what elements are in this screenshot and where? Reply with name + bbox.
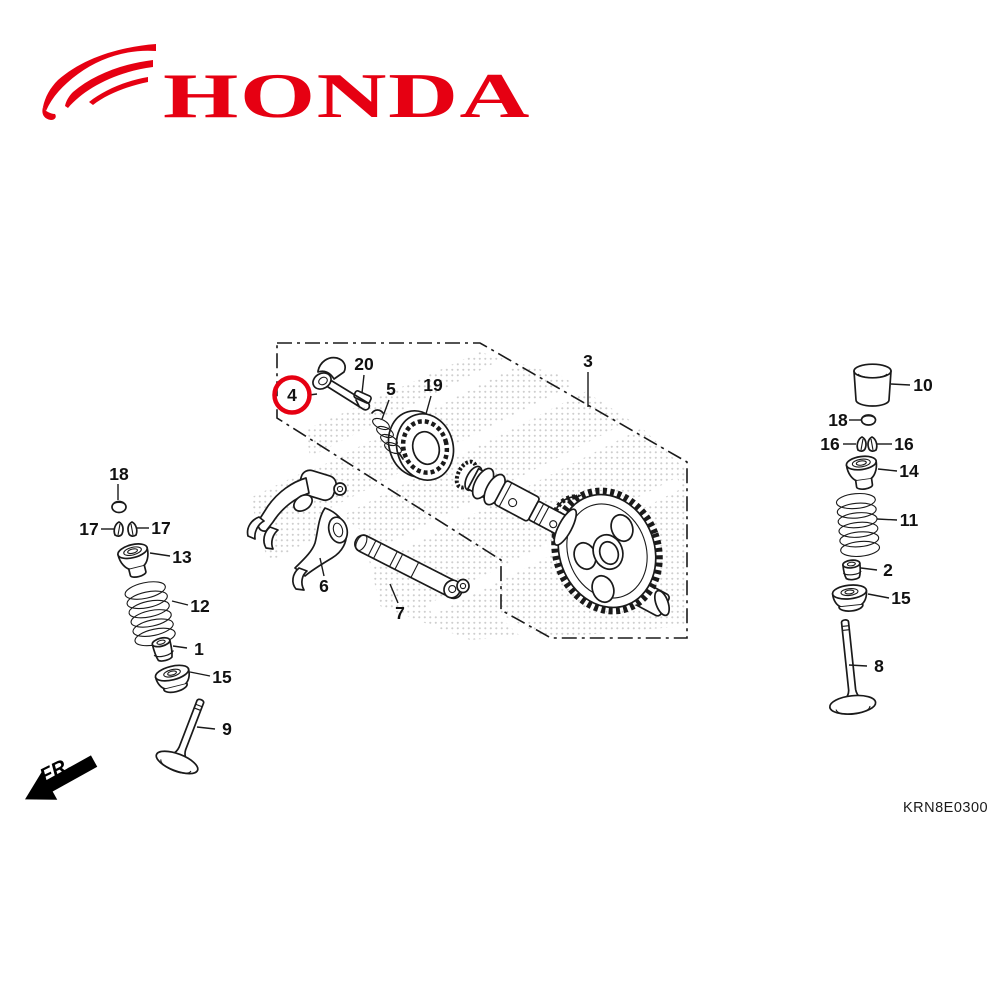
- part-label-16-left: 16: [820, 434, 840, 454]
- highlight-circle-4: [272, 375, 312, 415]
- shim-right: [860, 414, 877, 426]
- stem-seal-left: [151, 636, 174, 662]
- leader-lines: [101, 372, 911, 730]
- part-label-10: 10: [913, 375, 933, 395]
- camshaft-body: [454, 459, 578, 546]
- part-label-16-right: 16: [894, 434, 914, 454]
- valve-lifter-bucket: [853, 363, 892, 407]
- part-label-2: 2: [883, 560, 893, 580]
- part-label-3: 3: [583, 351, 593, 371]
- part-label-8: 8: [874, 656, 884, 676]
- leader-line-13: [149, 552, 171, 557]
- spring-retainer-right: [845, 455, 878, 491]
- valve-cotters-right: [856, 436, 878, 452]
- spring-seat-left: [154, 664, 191, 694]
- leader-line-7: [389, 583, 399, 604]
- leader-line-8: [848, 664, 868, 667]
- part-label-14: 14: [899, 461, 919, 481]
- part-label-11: 11: [900, 510, 919, 530]
- brand-wordmark: HONDA: [163, 61, 531, 131]
- part-label-15-left: 15: [212, 667, 232, 687]
- leader-line-11: [876, 518, 898, 521]
- decompressor-arm: [312, 356, 371, 411]
- shaft-end-ring: [456, 578, 470, 594]
- spring-retainer-left: [117, 543, 149, 578]
- phantom-boundary-box: [276, 342, 688, 639]
- valve-spring-right: [835, 492, 881, 558]
- valve-spring-left: [124, 581, 176, 647]
- part-label-1: 1: [194, 639, 204, 659]
- part-label-17-right: 17: [151, 518, 170, 538]
- part-label-18-right: 18: [828, 410, 848, 430]
- leader-line-2: [860, 567, 878, 571]
- part-label-15-right: 15: [891, 588, 911, 608]
- shim-left: [111, 500, 127, 514]
- rocker-fork-assembly: [246, 469, 349, 591]
- part-label-18-left: 18: [109, 464, 129, 484]
- leader-line-9: [196, 726, 216, 730]
- front-arrow-icon: [25, 755, 98, 800]
- part-label-12: 12: [190, 596, 210, 616]
- leader-line-19: [425, 395, 432, 415]
- part-label-13: 13: [172, 547, 192, 567]
- exhaust-valve-left: [155, 698, 205, 775]
- leader-line-14: [877, 468, 898, 472]
- leader-line-20: [361, 374, 365, 394]
- part-label-9: 9: [222, 719, 232, 739]
- part-label-20: 20: [354, 354, 374, 374]
- leader-line-12: [171, 600, 189, 606]
- radial-bearing: [387, 410, 455, 481]
- leader-line-10: [890, 383, 911, 386]
- part-label-19: 19: [423, 375, 443, 395]
- right-valve-stack: [828, 363, 892, 715]
- front-direction-indicator: FR.: [25, 754, 98, 800]
- leader-line-1: [172, 645, 188, 649]
- part-label-7: 7: [395, 603, 405, 623]
- leader-line-15-left: [189, 671, 211, 677]
- part-label-4: 4: [287, 385, 297, 405]
- leader-line-5: [381, 399, 390, 420]
- left-valve-stack: [111, 500, 205, 775]
- part-label-17-left: 17: [79, 519, 98, 539]
- stem-seal-right: [842, 559, 862, 581]
- diagram-code: KRN8E0300: [903, 800, 988, 816]
- part-label-6: 6: [319, 576, 329, 596]
- spring-seat-right: [831, 584, 868, 612]
- valve-cotters-left: [113, 521, 138, 537]
- decomp-return-spring: [371, 409, 404, 460]
- part-label-5: 5: [386, 379, 396, 399]
- dowel-pin: [353, 390, 372, 404]
- honda-wing-icon: [42, 44, 156, 120]
- leader-line-6: [319, 557, 325, 577]
- cam-gear-sprocket: [551, 487, 663, 615]
- leader-line-15-right: [867, 593, 890, 599]
- honda-logo: HONDA: [42, 44, 531, 131]
- intake-valve-right: [828, 619, 877, 715]
